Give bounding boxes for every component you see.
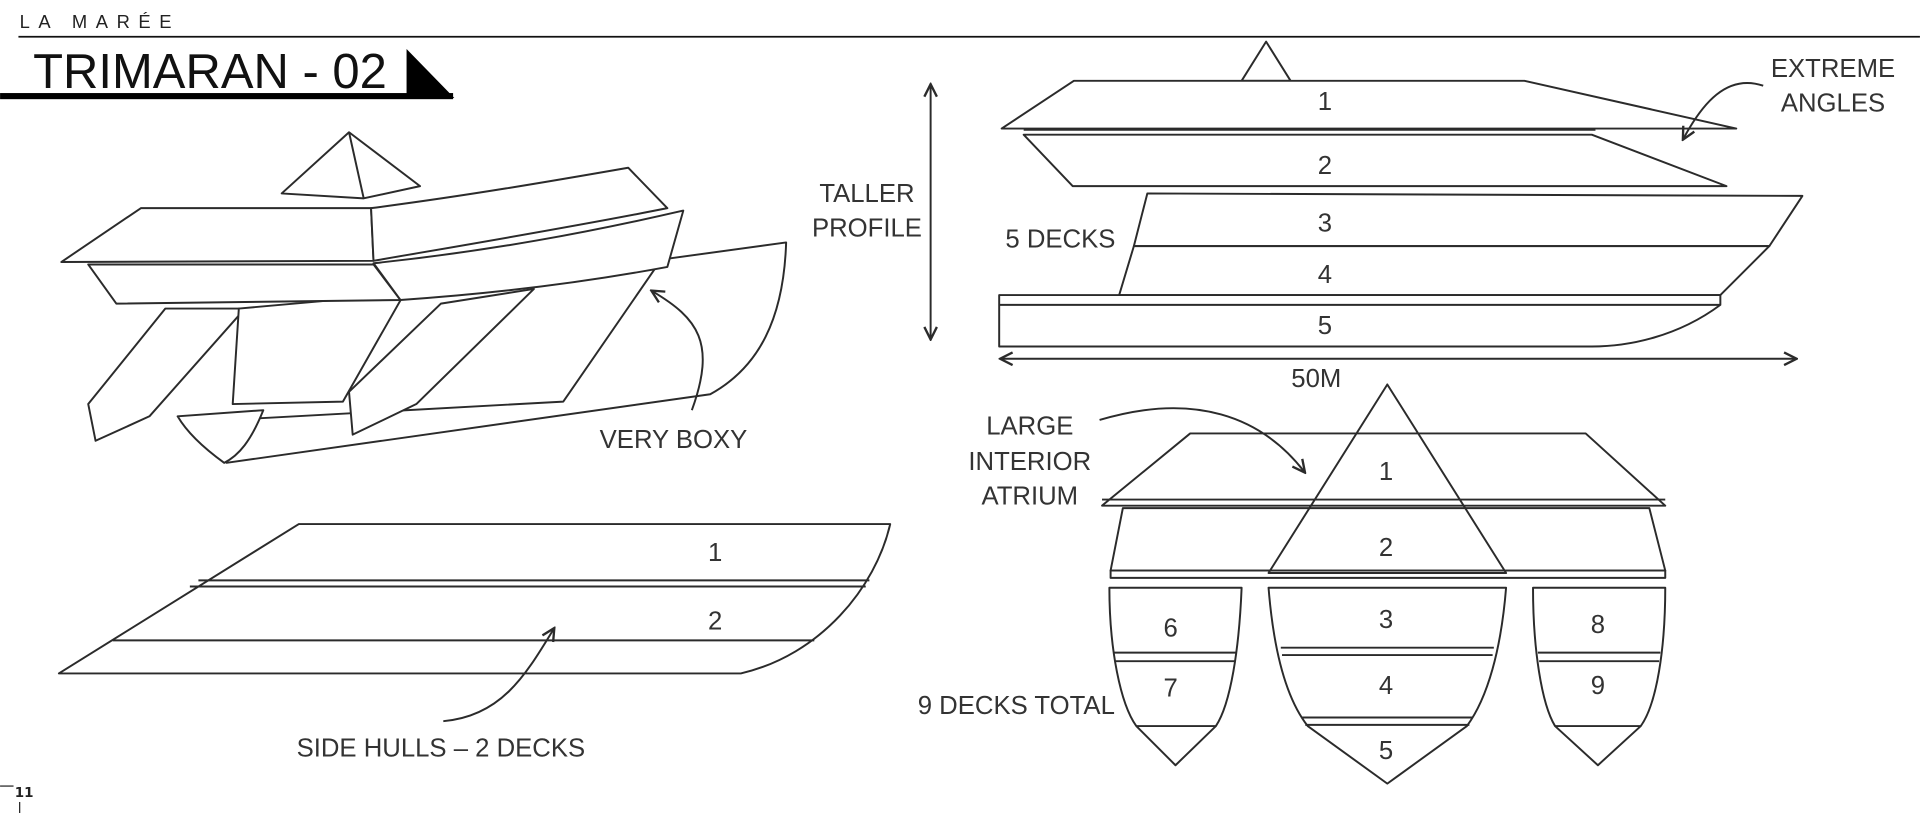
deck-label: 9 [1591, 672, 1605, 700]
total-decks-label: 9 DECKS TOTAL [918, 692, 1115, 720]
angles-label: ANGLES [1781, 89, 1885, 117]
side-profile-diagram: 1 2 3 4 5 50M TALLER PROFILE 5 DECKS EXT… [812, 40, 1895, 393]
taller-label: TALLER [819, 180, 914, 208]
side-hull-arrow [443, 629, 553, 723]
length-label: 50M [1291, 365, 1341, 393]
atrium-arrow [1099, 407, 1304, 471]
deck-label: 5 [1379, 737, 1393, 765]
boxy-label: VERY BOXY [600, 426, 748, 454]
atrium-label: ATRIUM [981, 482, 1078, 510]
deck-label: 3 [1379, 606, 1393, 634]
angles-label: EXTREME [1771, 55, 1895, 83]
side-hull-label: SIDE HULLS – 2 DECKS [297, 735, 586, 763]
decks-label: 5 DECKS [1005, 225, 1115, 253]
deck-label: 6 [1163, 615, 1177, 643]
page-number: 11 [15, 786, 34, 801]
brand-name: LA MARÉE [20, 11, 180, 32]
deck-label: 2 [708, 607, 722, 635]
deck-label: 2 [1318, 152, 1332, 180]
title-triangle-icon [406, 48, 455, 98]
deck-label: 3 [1318, 209, 1332, 237]
taller-label: PROFILE [812, 214, 922, 242]
deck-label: 1 [1379, 458, 1393, 486]
boxy-arrow [653, 291, 704, 411]
footer: 11 [0, 785, 34, 813]
deck-label: 2 [1379, 534, 1393, 562]
side-hull-diagram: 1 2 SIDE HULLS – 2 DECKS [57, 523, 892, 763]
atrium-label: LARGE [986, 413, 1073, 441]
deck-label: 4 [1318, 261, 1332, 289]
front-view-diagram: 1 2 3 4 5 6 7 8 9 LARGE INTERIOR ATRIUM … [918, 383, 1667, 785]
deck-label: 4 [1379, 672, 1393, 700]
page-title: TRIMARAN - 02 [33, 45, 387, 99]
angles-arrow [1684, 82, 1764, 138]
perspective-sketch: VERY BOXY [60, 131, 788, 464]
deck-label: 1 [708, 539, 722, 567]
atrium-triangle [1267, 383, 1508, 574]
deck-label: 5 [1318, 312, 1332, 340]
atrium-label: INTERIOR [968, 448, 1091, 476]
title-underline [0, 93, 454, 100]
deck-label: 8 [1591, 611, 1605, 639]
header: LA MARÉE TRIMARAN - 02 [0, 11, 1920, 100]
deck-label: 7 [1163, 675, 1177, 703]
deck-label: 1 [1318, 88, 1332, 116]
